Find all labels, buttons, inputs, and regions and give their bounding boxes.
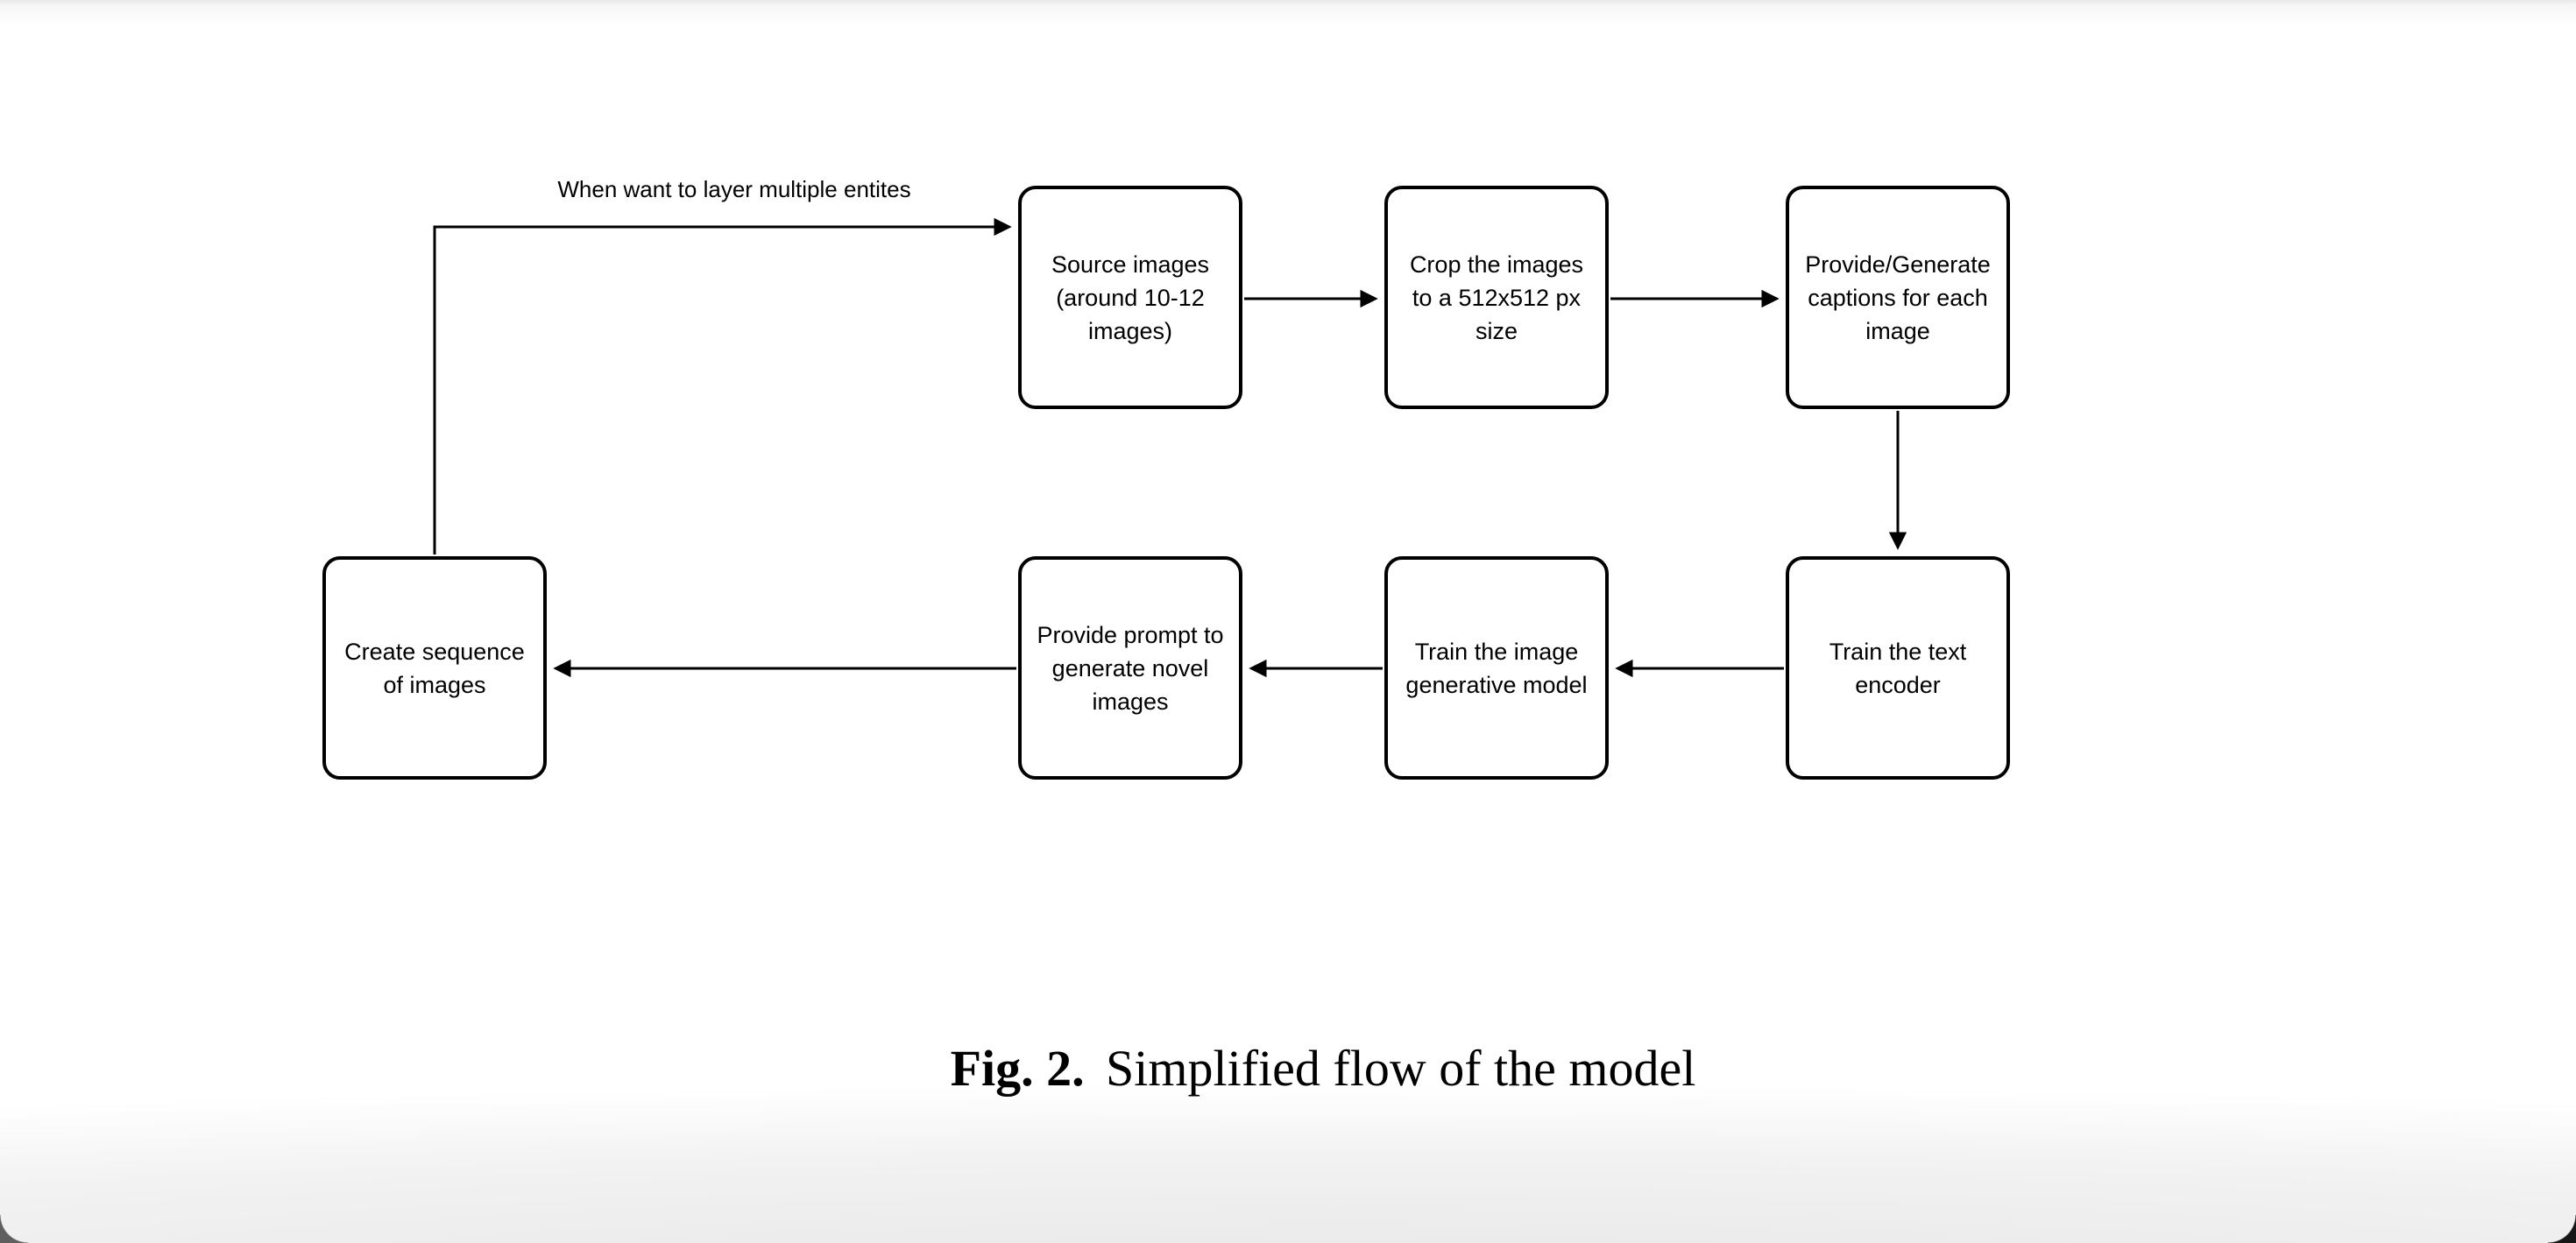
figure-caption: Fig. 2. Simplified flow of the model <box>35 1039 2576 1098</box>
node-train-text-encoder: Train the text encoder <box>1786 556 2010 780</box>
node-train-text-encoder-label: Train the text encoder <box>1829 638 1967 698</box>
window-corner-bottom-left <box>0 1215 28 1243</box>
node-create-sequence: Create sequence of images <box>322 556 547 780</box>
node-train-image-model: Train the image generative model <box>1384 556 1609 780</box>
node-generate-captions: Provide/Generate captions for each image <box>1786 186 2010 409</box>
node-train-image-model-label: Train the image generative model <box>1405 638 1588 698</box>
bottom-edge-shade <box>0 1059 2576 1243</box>
node-crop-images-label: Crop the images to a 512x512 px size <box>1409 251 1584 344</box>
node-prompt-novel-images-label: Provide prompt to generate novel images <box>1037 621 1224 715</box>
figure-caption-number: Fig. 2. <box>950 1040 1085 1097</box>
edge-create-loop-to-source <box>433 227 1009 554</box>
window-corner-bottom-right <box>2548 1215 2576 1243</box>
node-source-images-label: Source images (around 10-12 images) <box>1051 251 1210 344</box>
node-generate-captions-label: Provide/Generate captions for each image <box>1805 251 1991 344</box>
node-source-images: Source images (around 10-12 images) <box>1018 186 1242 409</box>
node-create-sequence-label: Create sequence of images <box>344 638 525 698</box>
top-edge-shade <box>0 0 2576 25</box>
figure-caption-text: Simplified flow of the model <box>1106 1040 1696 1097</box>
node-crop-images: Crop the images to a 512x512 px size <box>1384 186 1609 409</box>
node-prompt-novel-images: Provide prompt to generate novel images <box>1018 556 1242 780</box>
loop-edge-label: When want to layer multiple entites <box>557 176 911 202</box>
